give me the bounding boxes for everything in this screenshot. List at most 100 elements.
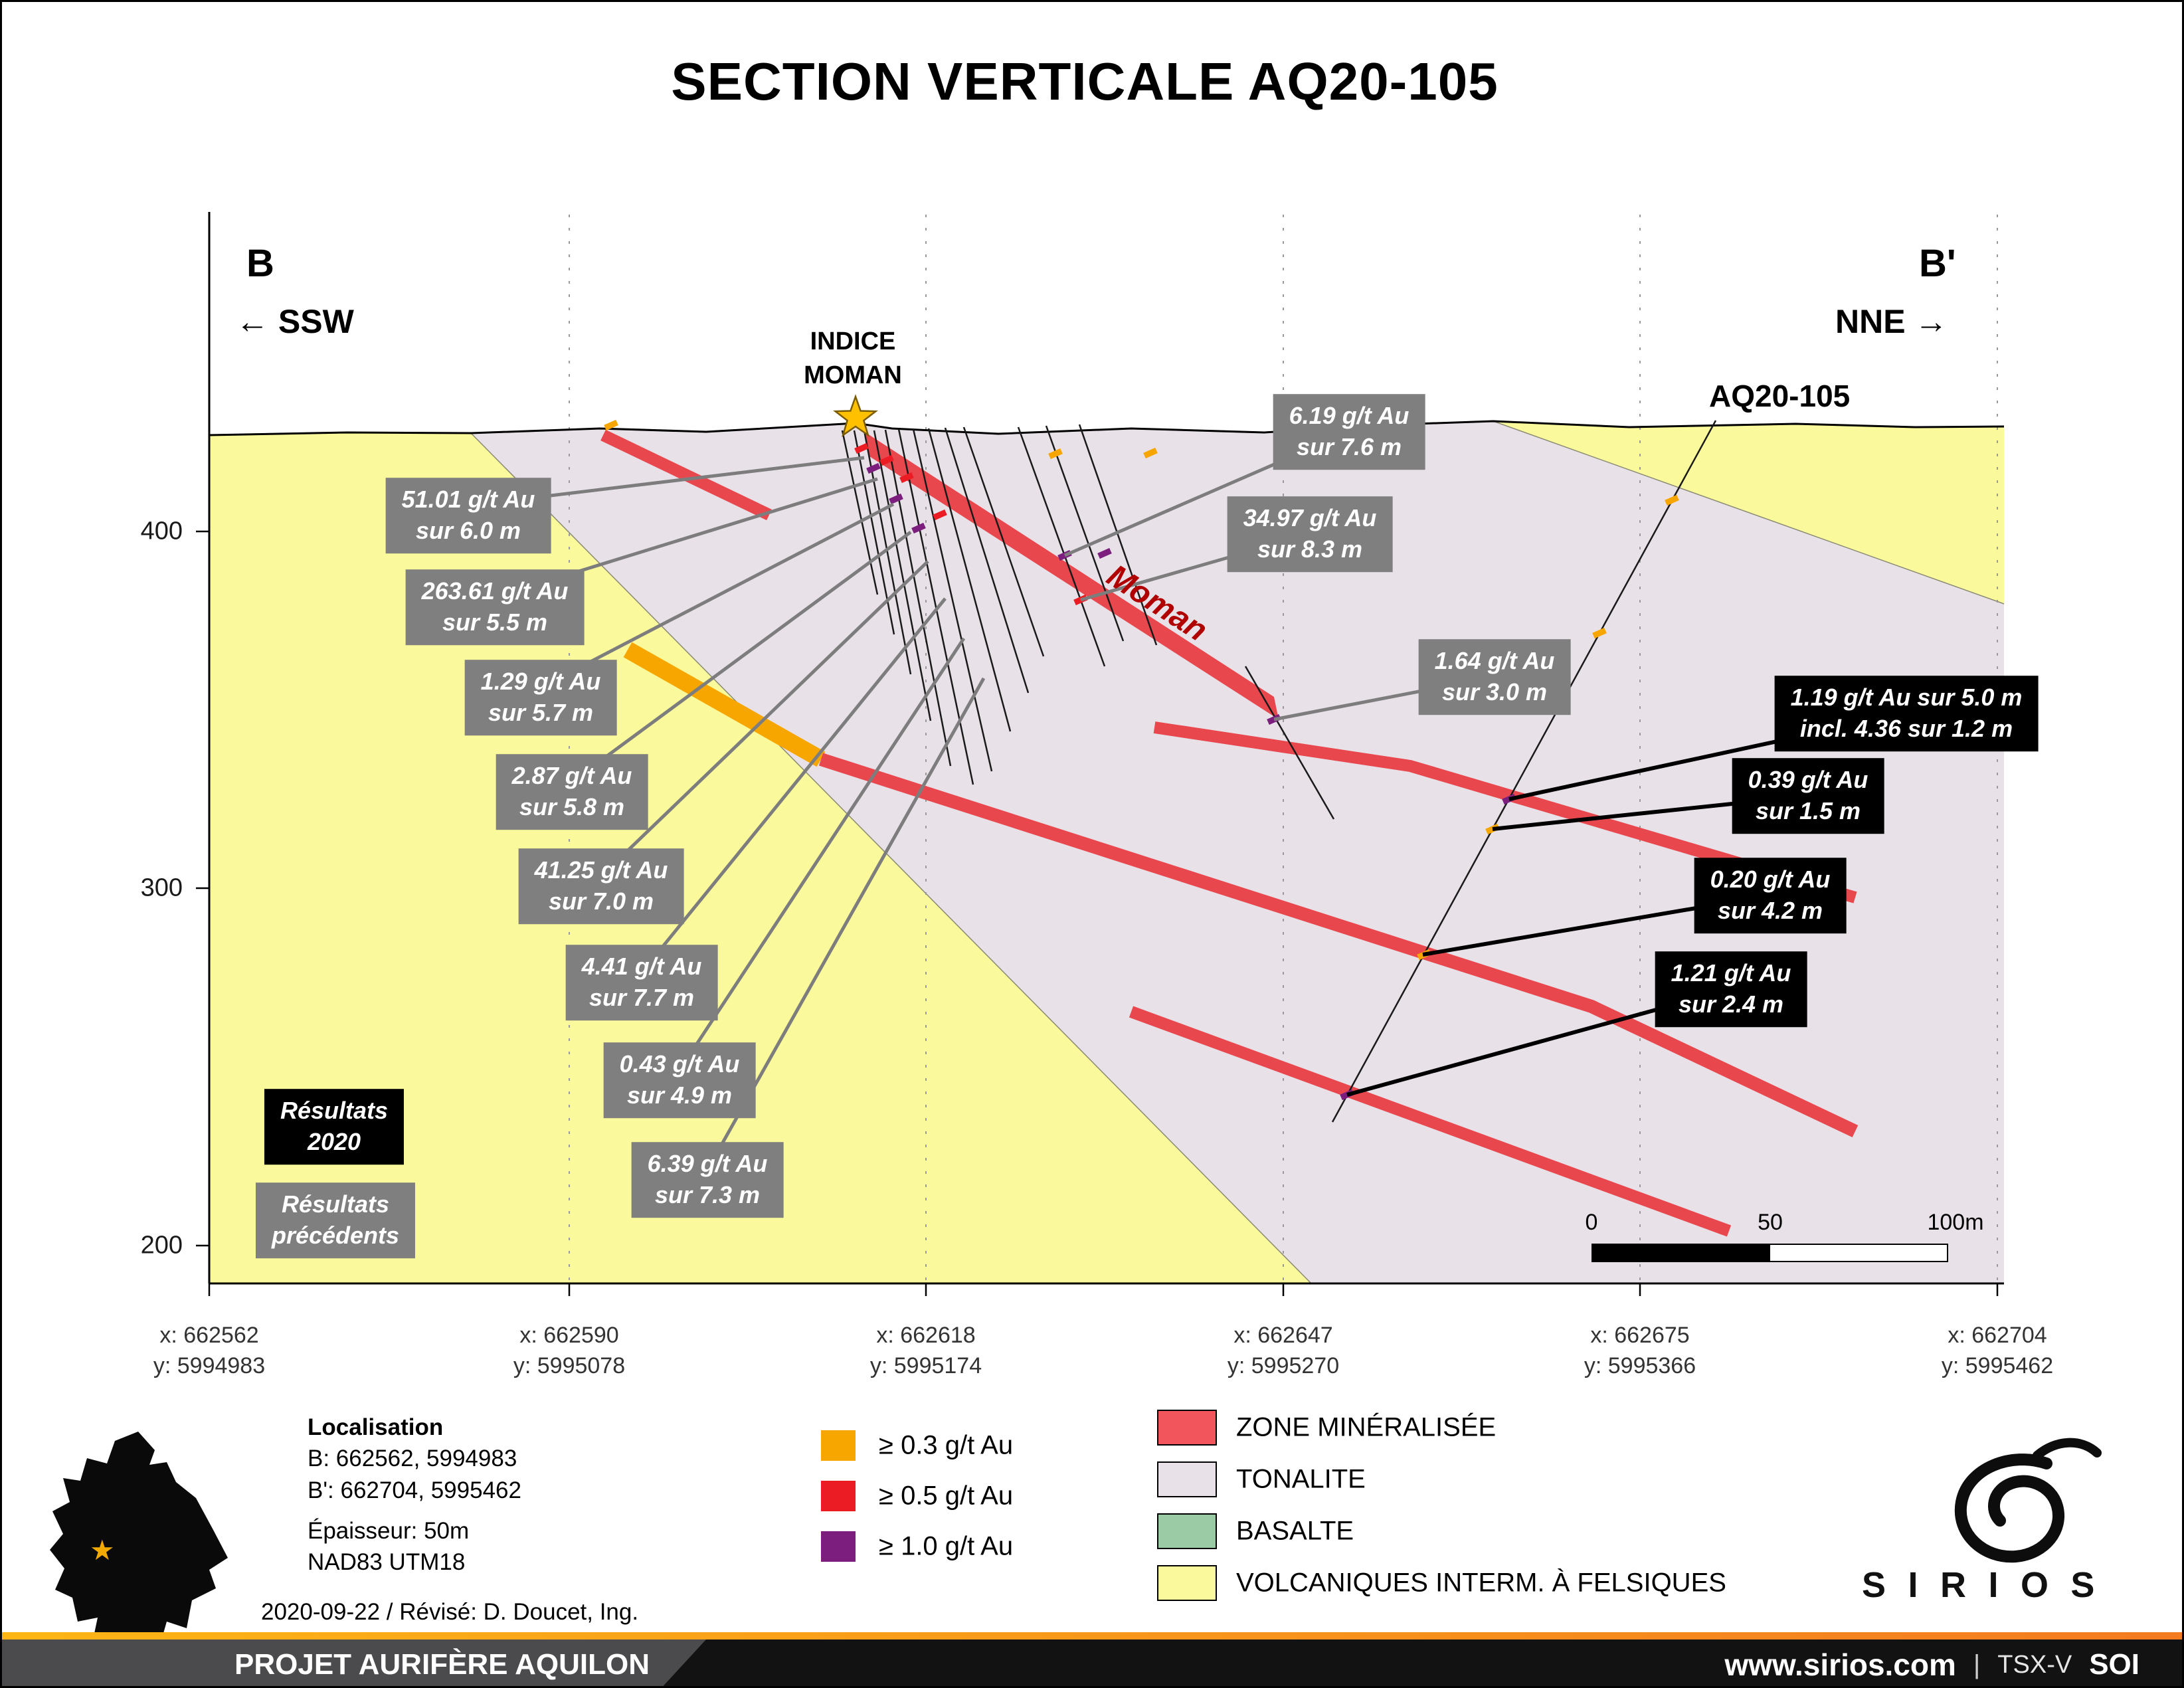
footer-bar: PROJET AURIFÈRE AQUILON www.sirios.com |… [2, 1640, 2182, 1688]
legend-results-2020: Résultats 2020 [264, 1089, 405, 1165]
tonalite-region [471, 421, 2004, 1283]
indice-line1: INDICE [810, 328, 896, 355]
coord-y: y: 5995366 [1584, 1353, 1696, 1378]
footer-ticker-exchange: TSX-V [1997, 1650, 2072, 1679]
coord-x: x: 662647 [1233, 1323, 1333, 1348]
result-grade: 6.19 g/t Au [1289, 402, 1410, 430]
result-grade: 1.21 g/t Au [1671, 959, 1791, 987]
coord-x: x: 662618 [876, 1323, 976, 1348]
result-grade: 41.25 g/t Au [534, 856, 668, 884]
result-interval: sur 5.5 m [442, 609, 548, 636]
mineralized-band [600, 429, 772, 521]
result-grade: 51.01 g/t Au [401, 486, 535, 514]
result-interval: sur 5.7 m [488, 699, 594, 726]
result-previous-10: 34.97 g/t Au sur 8.3 m [1227, 496, 1393, 572]
indice-moman-label: INDICE MOMAN [804, 325, 902, 393]
result-interval: sur 4.9 m [626, 1081, 733, 1109]
mineralized-band [1153, 721, 1857, 903]
legend-line: Résultats [281, 1190, 390, 1218]
result-interval: sur 3.0 m [1441, 678, 1548, 705]
grade-label-0.5: ≥ 0.5 g/t Au [879, 1481, 1014, 1511]
sirios-wordmark: SIRIOS [1862, 1565, 2117, 1605]
map-location-star-icon: ★ [90, 1535, 115, 1566]
indice-line2: MOMAN [804, 361, 902, 390]
result-grade: 0.43 g/t Au [619, 1050, 740, 1078]
coordinate-label-6: x: 662704 y: 5995462 [1942, 1321, 2053, 1382]
result-interval: sur 7.7 m [589, 984, 695, 1011]
drillhole-aq20-105 [1331, 420, 1717, 1123]
localisation-bprime: B': 662704, 5995462 [308, 1477, 521, 1503]
leader-lines-previous [468, 430, 1495, 1171]
result-previous-11: 1.64 g/t Au sur 3.0 m [1418, 639, 1571, 715]
plot-frame [196, 212, 2004, 1296]
litho-swatch-zone [1157, 1410, 1217, 1446]
scale-bar-black-half [1593, 1245, 1770, 1261]
legend-line: précédents [271, 1222, 400, 1249]
result-interval: sur 7.3 m [654, 1181, 761, 1208]
volcanics-left-region [209, 432, 1311, 1283]
lithology-contact-line [1493, 421, 2005, 605]
result-grade: 4.41 g/t Au [581, 953, 702, 981]
legend-line: Résultats [280, 1097, 389, 1125]
result-previous-3: 1.29 g/t Au sur 5.7 m [464, 660, 617, 735]
scale-100m: 100m [1927, 1210, 1984, 1235]
result-interval: sur 6.0 m [415, 517, 521, 544]
lithology-contact-line [470, 432, 1312, 1284]
coordinate-label-2: x: 662590 y: 5995078 [513, 1321, 625, 1382]
grade-swatch-0.3 [821, 1430, 856, 1461]
localisation-epaisseur: Épaisseur: 50m [308, 1517, 470, 1544]
scale-0: 0 [1585, 1210, 1598, 1235]
result-interval: sur 2.4 m [1678, 990, 1784, 1018]
elevation-300: 300 [140, 874, 183, 902]
result-2020-2: 0.39 g/t Au sur 1.5 m [1732, 758, 1884, 834]
coord-y: y: 5995174 [869, 1353, 982, 1378]
result-grade: 2.87 g/t Au [511, 762, 632, 790]
drillhole-label: AQ20-105 [1709, 379, 1851, 413]
result-previous-1: 51.01 g/t Au sur 6.0 m [385, 478, 551, 553]
litho-label-tonalite: TONALITE [1236, 1464, 1366, 1494]
coord-x: x: 662675 [1590, 1323, 1690, 1348]
footer-left-panel [2, 1640, 706, 1688]
result-grade: 1.64 g/t Au [1434, 647, 1555, 675]
sirios-bird-logo-icon [1954, 1438, 2102, 1563]
quebec-map-icon [50, 1432, 228, 1657]
result-2020-3: 0.20 g/t Au sur 4.2 m [1694, 858, 1847, 933]
grid-lines [569, 215, 1998, 1283]
legend-results-previous: Résultats précédents [255, 1182, 416, 1258]
result-grade: 34.97 g/t Au [1243, 504, 1377, 532]
localisation-heading: Localisation [308, 1414, 444, 1440]
result-grade: 1.29 g/t Au [480, 668, 601, 696]
footer-right-group: www.sirios.com | TSX-V SOI [1724, 1640, 2139, 1686]
grade-swatch-1.0 [821, 1531, 856, 1562]
result-interval: sur 1.5 m [1755, 797, 1861, 824]
result-interval: sur 5.8 m [519, 793, 625, 820]
scale-bar [1592, 1244, 1948, 1262]
footer-project-title: PROJET AURIFÈRE AQUILON [234, 1648, 650, 1681]
result-interval: sur 4.2 m [1717, 897, 1823, 924]
localisation-datum: NAD83 UTM18 [308, 1549, 466, 1575]
elevation-200: 200 [140, 1231, 183, 1260]
result-previous-2: 263.61 g/t Au sur 5.5 m [405, 569, 585, 645]
result-previous-5: 41.25 g/t Au sur 7.0 m [518, 848, 684, 924]
result-2020-4: 1.21 g/t Au sur 2.4 m [1655, 951, 1807, 1027]
footer-website-link[interactable]: www.sirios.com [1724, 1647, 1956, 1682]
litho-label-zone: ZONE MINÉRALISÉE [1236, 1412, 1497, 1442]
result-previous-9: 6.19 g/t Au sur 7.6 m [1273, 394, 1425, 470]
footer-ticker-symbol: SOI [2089, 1648, 2139, 1681]
direction-ssw: ← SSW [236, 303, 354, 340]
coordinate-label-1: x: 662562 y: 5994983 [153, 1321, 265, 1382]
result-grade: 0.39 g/t Au [1748, 766, 1868, 794]
result-grade: 1.19 g/t Au sur 5.0 m [1790, 684, 2023, 711]
grade-label-1.0: ≥ 1.0 g/t Au [879, 1531, 1014, 1561]
coord-x: x: 662562 [159, 1323, 259, 1348]
coordinate-label-4: x: 662647 y: 5995270 [1228, 1321, 1339, 1382]
grade-swatch-0.5 [821, 1481, 856, 1511]
scale-50: 50 [1758, 1210, 1783, 1235]
legend-line: 2020 [307, 1128, 361, 1155]
mineralized-band-orange [623, 642, 826, 767]
result-previous-4: 2.87 g/t Au sur 5.8 m [496, 754, 648, 830]
coordinate-label-3: x: 662618 y: 5995174 [870, 1321, 982, 1382]
result-interval: sur 8.3 m [1257, 535, 1363, 563]
